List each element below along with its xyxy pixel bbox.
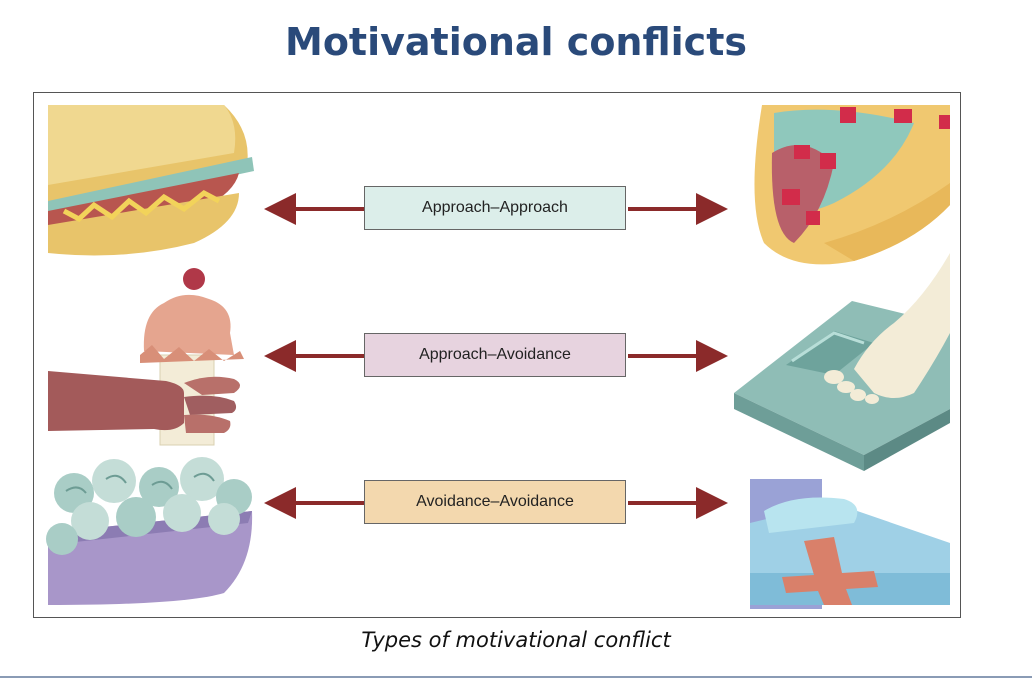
avoidance-avoidance-label: Avoidance–Avoidance <box>364 480 626 524</box>
sandwich-icon <box>48 105 254 256</box>
taco-icon <box>754 105 950 265</box>
bathroom-scale-icon <box>734 253 950 471</box>
approach-approach-label: Approach–Approach <box>364 186 626 230</box>
bottom-divider <box>0 676 1032 678</box>
ice-cream-sundae-icon <box>48 268 244 446</box>
conflict-diagram: Approach–Approach Approach–Avoidance Avo… <box>33 92 961 618</box>
approach-avoidance-label: Approach–Avoidance <box>364 333 626 377</box>
figure-caption: Types of motivational conflict <box>361 628 671 652</box>
slide-title: Motivational conflicts <box>285 20 747 64</box>
brussels-sprouts-bowl-icon <box>46 457 253 605</box>
sick-bed-icon <box>750 479 950 609</box>
